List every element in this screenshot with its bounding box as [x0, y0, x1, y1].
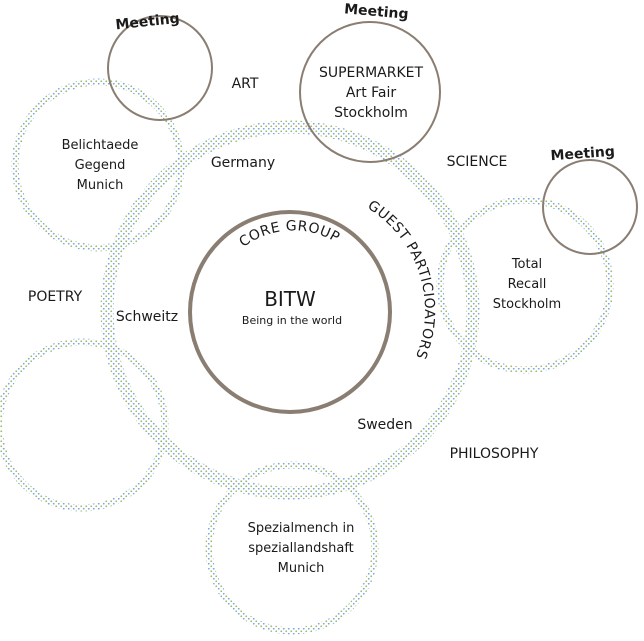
label-schweitz: Schweitz — [116, 309, 178, 325]
circle-meeting-1 — [107, 15, 213, 121]
circle-total-recall — [436, 196, 614, 374]
label-sweden: Sweden — [357, 417, 412, 433]
node-spezialmench-line2: speziallandshaft — [248, 541, 354, 556]
core-group-arc-label: CORE GROUP — [236, 218, 342, 250]
circle-spezialmench — [205, 461, 379, 635]
meeting-label-3: Meeting — [550, 144, 615, 164]
node-spezialmench-line3: Munich — [278, 561, 325, 576]
node-belichtaede-line1: Belichtaede — [62, 138, 139, 153]
circle-belichtaede — [11, 78, 185, 252]
meeting-label-1: Meeting — [115, 11, 181, 34]
label-science: SCIENCE — [447, 154, 508, 170]
node-totalrecall-line2: Recall — [508, 277, 547, 292]
node-totalrecall-line1: Total — [511, 257, 542, 272]
node-belichtaede-line2: Gegend — [75, 158, 126, 173]
circle-poetry — [0, 338, 169, 512]
node-supermarket-line3: Stockholm — [334, 105, 408, 121]
label-philosophy: PHILOSOPHY — [450, 446, 539, 462]
outer-dotted-ring — [100, 120, 480, 500]
node-belichtaede-line3: Munich — [77, 178, 124, 193]
circle-core-group — [188, 210, 392, 414]
label-art: ART — [232, 76, 259, 92]
node-supermarket-line1: SUPERMARKET — [319, 65, 424, 81]
meeting-label-2: Meeting — [344, 1, 410, 23]
node-totalrecall-line3: Stockholm — [493, 297, 561, 312]
label-germany: Germany — [211, 155, 275, 171]
label-poetry: POETRY — [28, 289, 83, 305]
node-spezialmench-line1: Spezialmench in — [248, 521, 355, 536]
core-title: BITW — [264, 287, 316, 311]
node-supermarket-line2: Art Fair — [346, 85, 397, 101]
guest-participators-arc-label: GUEST PARTICIOATORS — [365, 197, 437, 361]
core-subtitle: Being in the world — [242, 314, 342, 327]
circle-supermarket — [299, 21, 441, 163]
circle-meeting-3 — [542, 159, 638, 255]
